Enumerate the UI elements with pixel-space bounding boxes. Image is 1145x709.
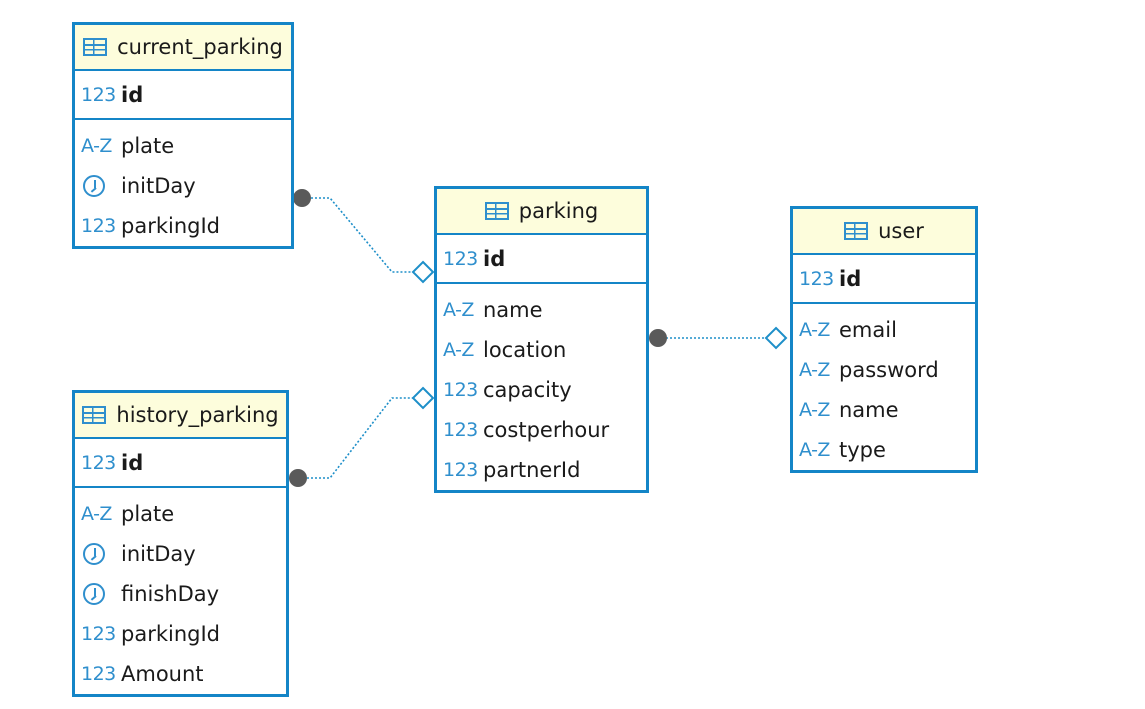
numeric-type-icon: 123	[443, 459, 478, 481]
string-type-icon: A-Z	[443, 299, 474, 321]
column-name: email	[839, 318, 897, 342]
column-name: Amount	[121, 662, 204, 686]
entity-user[interactable]: user 123 id A-Z email A-Z password A-Z n…	[790, 206, 978, 473]
string-type-icon: A-Z	[81, 503, 112, 525]
string-type-icon: A-Z	[81, 135, 112, 157]
column-name: location	[483, 338, 567, 362]
table-icon	[844, 222, 869, 240]
column-name: plate	[121, 134, 175, 158]
numeric-type-icon: 123	[81, 215, 116, 237]
column-row[interactable]: 123 parkingId	[75, 614, 286, 654]
link-diamond-parking-a	[411, 260, 435, 284]
string-type-icon: A-Z	[799, 399, 830, 421]
column-name: type	[839, 438, 886, 462]
column-row[interactable]: A-Z password	[793, 350, 975, 390]
string-type-icon: A-Z	[799, 319, 830, 341]
column-name: costperhour	[483, 418, 610, 442]
column-name: parkingId	[121, 214, 220, 238]
column-row[interactable]: finishDay	[75, 574, 286, 614]
column-row[interactable]: A-Z location	[437, 330, 646, 370]
column-row[interactable]: 123 partnerId	[437, 450, 646, 490]
link-current-parking-to-parking	[303, 197, 423, 273]
numeric-type-icon: 123	[81, 83, 116, 106]
entity-title: parking	[518, 199, 599, 223]
column-row[interactable]: 123 Amount	[75, 654, 286, 694]
column-row[interactable]: 123 parkingId	[75, 206, 291, 246]
numeric-type-icon: 123	[81, 663, 116, 685]
link-diamond-user	[764, 326, 788, 350]
column-row[interactable]: initDay	[75, 166, 291, 206]
column-name: name	[839, 398, 899, 422]
pk-row[interactable]: 123 id	[75, 71, 291, 120]
entity-current-parking[interactable]: current_parking 123 id A-Z plate initDay…	[72, 22, 294, 249]
pk-column-name: id	[483, 246, 506, 271]
column-row[interactable]: 123 capacity	[437, 370, 646, 410]
link-diamond-parking-b	[411, 386, 435, 410]
pk-column-name: id	[839, 266, 862, 291]
column-name: initDay	[121, 174, 196, 198]
column-row[interactable]: A-Z plate	[75, 494, 286, 534]
pk-row[interactable]: 123 id	[793, 255, 975, 304]
link-history-parking-to-parking	[299, 397, 423, 479]
entity-history-parking[interactable]: history_parking 123 id A-Z plate initDay…	[72, 390, 289, 697]
entity-title: history_parking	[116, 403, 279, 427]
pk-column-name: id	[121, 82, 144, 107]
column-name: initDay	[121, 542, 196, 566]
column-name: capacity	[483, 378, 572, 402]
column-row[interactable]: A-Z plate	[75, 126, 291, 166]
table-icon	[83, 38, 108, 56]
entity-parking[interactable]: parking 123 id A-Z name A-Z location 123…	[434, 186, 649, 493]
column-name: partnerId	[483, 458, 581, 482]
column-name: password	[839, 358, 939, 382]
entity-header[interactable]: parking	[437, 189, 646, 235]
entity-header[interactable]: current_parking	[75, 25, 291, 71]
clock-icon	[81, 173, 115, 199]
table-icon	[484, 202, 509, 220]
numeric-type-icon: 123	[799, 267, 834, 290]
column-name: parkingId	[121, 622, 220, 646]
numeric-type-icon: 123	[81, 451, 116, 474]
string-type-icon: A-Z	[799, 359, 830, 381]
link-endpoint-parking	[649, 329, 667, 347]
column-row[interactable]: A-Z type	[793, 430, 975, 470]
column-row[interactable]: A-Z name	[793, 390, 975, 430]
clock-icon	[81, 541, 115, 567]
table-icon	[82, 406, 107, 424]
pk-row[interactable]: 123 id	[437, 235, 646, 284]
numeric-type-icon: 123	[81, 623, 116, 645]
numeric-type-icon: 123	[443, 247, 478, 270]
link-endpoint-history-parking	[289, 469, 307, 487]
pk-row[interactable]: 123 id	[75, 439, 286, 488]
entity-header[interactable]: history_parking	[75, 393, 286, 439]
numeric-type-icon: 123	[443, 379, 478, 401]
entity-title: current_parking	[117, 35, 283, 59]
column-name: plate	[121, 502, 175, 526]
column-row[interactable]: A-Z name	[437, 290, 646, 330]
clock-icon	[81, 581, 115, 607]
column-row[interactable]: A-Z email	[793, 310, 975, 350]
pk-column-name: id	[121, 450, 144, 475]
column-name: name	[483, 298, 543, 322]
entity-title: user	[878, 219, 924, 243]
numeric-type-icon: 123	[443, 419, 478, 441]
entity-header[interactable]: user	[793, 209, 975, 255]
column-row[interactable]: initDay	[75, 534, 286, 574]
string-type-icon: A-Z	[799, 439, 830, 461]
column-row[interactable]: 123 costperhour	[437, 410, 646, 450]
link-endpoint-current-parking	[293, 189, 311, 207]
column-name: finishDay	[121, 582, 220, 606]
string-type-icon: A-Z	[443, 339, 474, 361]
